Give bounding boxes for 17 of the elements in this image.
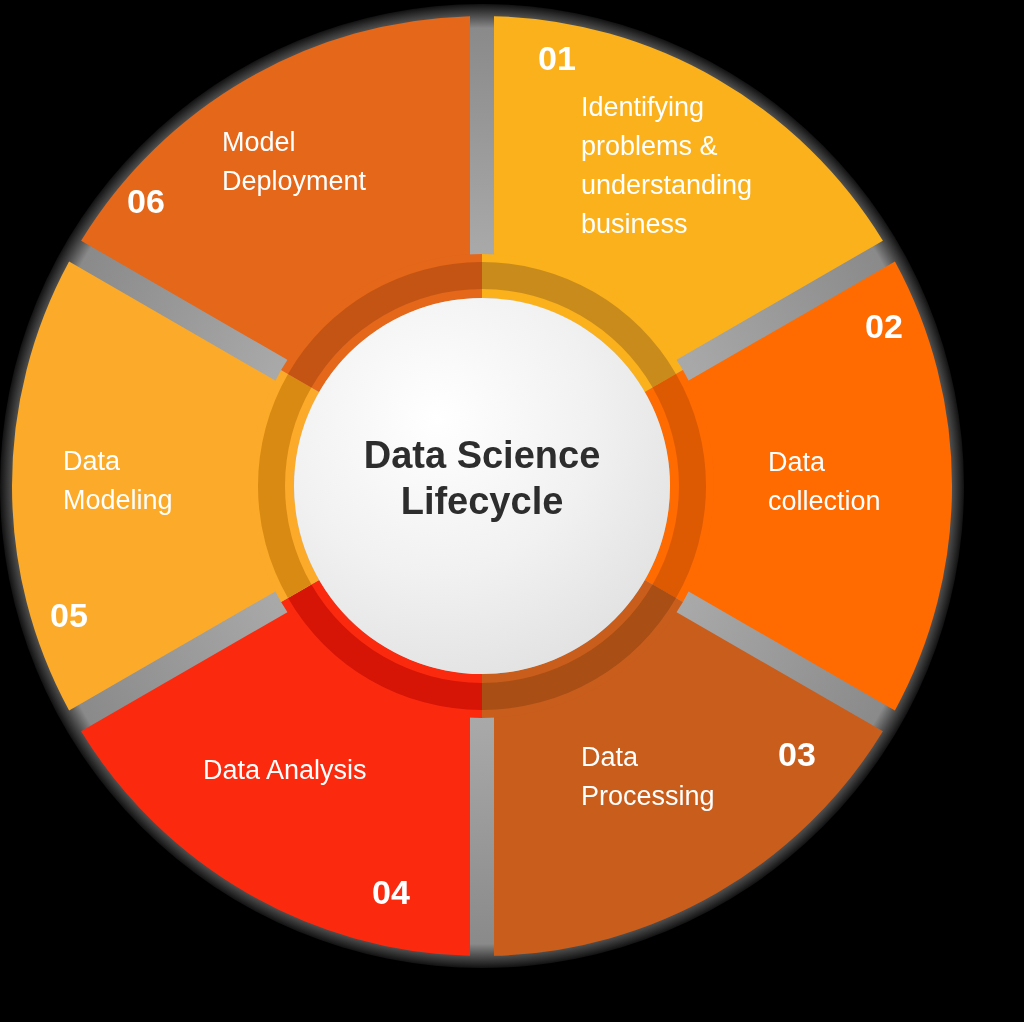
step-label: Model Deployment [222,126,368,198]
step-number: 04 [372,872,410,912]
step-label: Data Processing [581,741,716,813]
step-number: 03 [778,734,816,774]
hub-title: Data Science Lifecycle [362,433,602,524]
wheel-segment [12,261,320,711]
wheel-segment [644,261,952,711]
step-label: Identifying problems & understanding business [581,91,754,241]
step-number: 05 [50,595,88,635]
step-number: 02 [865,306,903,346]
step-number: 06 [127,181,165,221]
wheel-segment [81,16,482,392]
step-label: Data Modeling [63,445,174,517]
step-number: 01 [538,38,576,78]
step-label: Data Analysis [203,754,367,787]
wheel-segment [482,580,883,956]
step-label: Data collection [768,446,882,518]
